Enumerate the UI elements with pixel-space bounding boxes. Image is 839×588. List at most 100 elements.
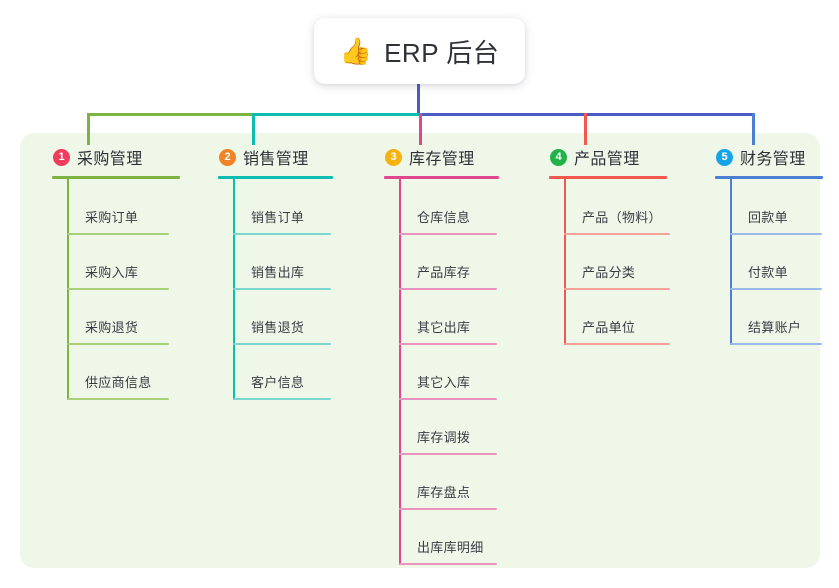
menu-item-underline [399, 453, 497, 455]
menu-item-underline [730, 343, 822, 345]
menu-item[interactable]: 产品库存 [399, 256, 497, 290]
menu-item-underline [564, 288, 670, 290]
menu-item-underline [399, 398, 497, 400]
menu-item-label: 产品单位 [582, 320, 636, 335]
menu-item-underline [233, 343, 331, 345]
menu-item-label: 产品库存 [417, 265, 471, 280]
column-header-1[interactable]: 1 采购管理 [34, 145, 143, 169]
menu-item-underline [233, 233, 331, 235]
menu-item-label: 付款单 [748, 265, 788, 280]
bar-segment-blue [419, 113, 755, 116]
menu-item-label: 其它入库 [417, 375, 471, 390]
column-spine-3 [399, 178, 401, 565]
column-underline-4 [549, 176, 667, 179]
menu-item[interactable]: 销售退货 [233, 311, 331, 345]
menu-item[interactable]: 出库库明细 [399, 531, 497, 565]
menu-item[interactable]: 付款单 [730, 256, 822, 290]
trunk-vertical [417, 84, 420, 116]
drop-3 [419, 113, 422, 145]
menu-item-underline [399, 508, 497, 510]
column-badge-5: 5 [716, 148, 733, 166]
drop-4 [584, 113, 587, 145]
menu-item[interactable]: 采购入库 [67, 256, 169, 290]
menu-item[interactable]: 供应商信息 [67, 366, 169, 400]
menu-item-underline [67, 398, 169, 400]
menu-item-underline [399, 563, 497, 565]
menu-item[interactable]: 其它入库 [399, 366, 497, 400]
column-header-4[interactable]: 4 产品管理 [531, 145, 640, 169]
drop-1 [87, 113, 90, 145]
column-badge-3: 3 [385, 148, 402, 166]
menu-item-underline [399, 288, 497, 290]
menu-item-label: 结算账户 [748, 320, 802, 335]
menu-item-label: 库存调拨 [417, 430, 471, 445]
menu-item-underline [399, 233, 497, 235]
column-underline-1 [52, 176, 180, 179]
column-3: 3 库存管理仓库信息产品库存其它出库其它入库库存调拨库存盘点出库库明细 [366, 145, 499, 565]
menu-item[interactable]: 库存调拨 [399, 421, 497, 455]
column-5: 5 财务管理回款单付款单结算账户 [697, 145, 823, 345]
menu-item-underline [233, 288, 331, 290]
column-4: 4 产品管理产品（物料） 产品分类产品单位 [531, 145, 670, 345]
menu-item-label: 产品（物料） [582, 210, 662, 225]
menu-item-label: 其它出库 [417, 320, 471, 335]
menu-item-underline [730, 288, 822, 290]
menu-item-label: 销售出库 [251, 265, 305, 280]
menu-item-label: 销售退货 [251, 320, 305, 335]
column-underline-2 [218, 176, 333, 179]
menu-item-label: 采购入库 [85, 265, 139, 280]
menu-item[interactable]: 产品（物料） [564, 201, 670, 235]
column-spine-5 [730, 178, 732, 345]
menu-item-label: 采购退货 [85, 320, 139, 335]
bar-segment-green [87, 113, 253, 116]
menu-item[interactable]: 产品分类 [564, 256, 670, 290]
root-title: ERP 后台 [384, 37, 500, 68]
menu-item-underline [67, 233, 169, 235]
menu-item[interactable]: 采购退货 [67, 311, 169, 345]
menu-item-underline [564, 343, 670, 345]
column-title-5: 财务管理 [740, 151, 806, 168]
menu-item[interactable]: 结算账户 [730, 311, 822, 345]
menu-item-underline [399, 343, 497, 345]
menu-item-underline [67, 343, 169, 345]
drop-2 [252, 113, 255, 145]
menu-item-label: 仓库信息 [417, 210, 471, 225]
menu-item[interactable]: 销售订单 [233, 201, 331, 235]
column-1: 1 采购管理采购订单采购入库采购退货供应商信息 [34, 145, 180, 400]
column-spine-4 [564, 178, 566, 345]
menu-item[interactable]: 客户信息 [233, 366, 331, 400]
menu-item-underline [564, 233, 670, 235]
column-badge-2: 2 [219, 148, 236, 166]
column-badge-4: 4 [550, 148, 567, 166]
column-title-1: 采购管理 [77, 151, 143, 168]
menu-item-label: 采购订单 [85, 210, 139, 225]
diagram-panel [20, 133, 820, 568]
menu-item-underline [730, 233, 822, 235]
menu-item-label: 库存盘点 [417, 485, 471, 500]
column-header-3[interactable]: 3 库存管理 [366, 145, 475, 169]
column-title-4: 产品管理 [574, 151, 640, 168]
root-node[interactable]: 👍 ERP 后台 [314, 18, 525, 84]
column-header-5[interactable]: 5 财务管理 [697, 145, 806, 169]
menu-item[interactable]: 产品单位 [564, 311, 670, 345]
column-badge-1: 1 [53, 148, 70, 166]
menu-item[interactable]: 销售出库 [233, 256, 331, 290]
thumbs-up-icon: 👍 [339, 36, 373, 66]
menu-item[interactable]: 采购订单 [67, 201, 169, 235]
menu-item-label: 客户信息 [251, 375, 305, 390]
bar-segment-teal [252, 113, 420, 116]
menu-item[interactable]: 回款单 [730, 201, 822, 235]
column-underline-3 [384, 176, 499, 179]
menu-item[interactable]: 其它出库 [399, 311, 497, 345]
column-title-3: 库存管理 [409, 151, 475, 168]
menu-item-label: 供应商信息 [85, 375, 152, 390]
menu-item-label: 产品分类 [582, 265, 636, 280]
menu-item[interactable]: 库存盘点 [399, 476, 497, 510]
menu-item-underline [67, 288, 169, 290]
menu-item[interactable]: 仓库信息 [399, 201, 497, 235]
menu-item-underline [233, 398, 331, 400]
menu-item-label: 销售订单 [251, 210, 305, 225]
